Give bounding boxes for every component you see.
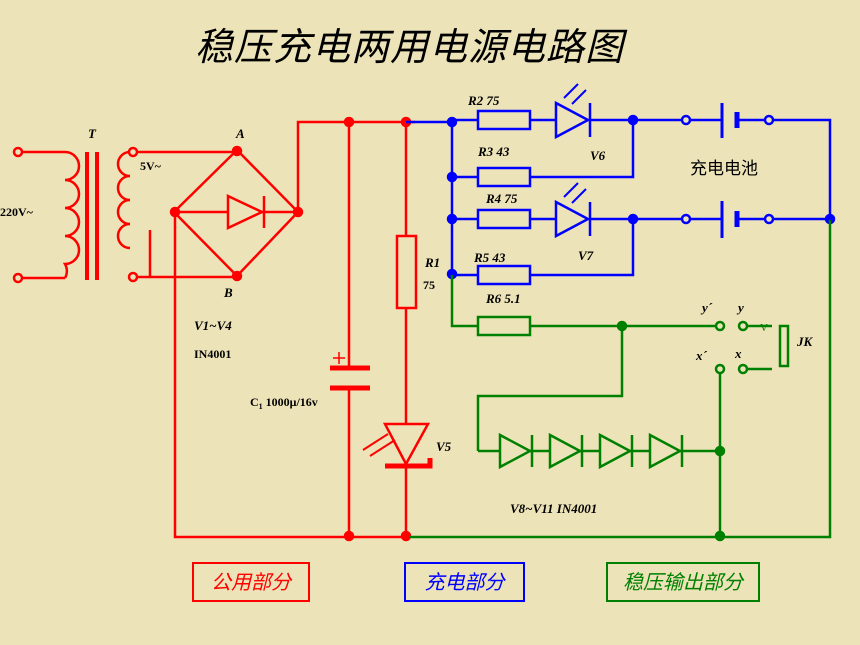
battery1-wire	[690, 118, 832, 220]
transformer-core	[85, 152, 99, 280]
legend-common: 公用部分	[192, 562, 310, 602]
secondary-terminal-top	[127, 146, 139, 158]
row1-r3-wire	[452, 120, 635, 179]
zener-v5	[382, 422, 431, 467]
label-bridge-diodes: V1~V4	[194, 318, 232, 333]
diode-v9	[548, 432, 584, 470]
diode-string-node	[714, 445, 726, 457]
node-b	[231, 270, 243, 282]
jack-contacts	[747, 324, 772, 371]
mains-terminal-top	[12, 146, 24, 158]
zener-v5-bar	[385, 458, 433, 469]
primary-leads	[22, 150, 65, 280]
label-v5: V5	[436, 439, 452, 454]
label-x: x	[734, 346, 742, 361]
capacitor-plates	[330, 365, 370, 391]
diode-v11	[648, 432, 684, 470]
row2-r5-wire	[452, 219, 635, 277]
jack-y	[737, 320, 749, 332]
jack-x-prime	[714, 363, 726, 375]
label-bridge-part: IN4001	[194, 347, 231, 361]
label-v7: V7	[578, 248, 594, 263]
label-secondary: 5V~	[140, 159, 162, 173]
led-v7-arrows	[563, 182, 587, 204]
positive-rail	[296, 120, 415, 212]
led-v6	[554, 100, 591, 140]
battery2-terminal-left	[680, 213, 692, 225]
diagram-title: 稳压充电两用电源电路图	[195, 25, 625, 69]
node-a	[231, 145, 243, 157]
secondary-leads	[137, 150, 237, 279]
label-jk: JK	[796, 334, 814, 349]
label-capacitor-prefix: C	[250, 395, 259, 409]
diode-v8	[498, 432, 534, 470]
return-node	[714, 530, 726, 542]
mains-terminal-bottom	[12, 272, 24, 284]
led-v7	[554, 199, 591, 239]
jack-x	[737, 363, 749, 375]
secondary-coil	[116, 150, 131, 250]
diode-string-top	[476, 326, 624, 451]
jack-y-prime	[714, 320, 726, 332]
label-v-mark: V	[760, 322, 768, 334]
label-diodes-out: V8~V11 IN4001	[510, 501, 597, 516]
battery1-terminal-right	[763, 114, 775, 126]
label-transformer: T	[88, 126, 97, 141]
bridge-diode-symbol	[226, 194, 265, 230]
label-y-prime: y´	[700, 300, 713, 315]
battery1-terminal-left	[680, 114, 692, 126]
common-section	[12, 116, 433, 542]
r3-resistor	[476, 166, 532, 188]
r4-resistor	[476, 208, 532, 230]
label-y: y	[736, 300, 744, 315]
label-r3: R3 43	[477, 144, 510, 159]
return-rail	[410, 220, 832, 539]
label-battery: 充电电池	[690, 159, 758, 179]
label-r5: R5 43	[473, 250, 506, 265]
label-mains: 220V~	[0, 205, 34, 219]
r2-resistor	[476, 109, 532, 131]
label-v6: V6	[590, 148, 606, 163]
battery2-terminal-right	[763, 213, 775, 225]
label-capacitor-sub: 1	[259, 402, 263, 411]
label-node-a: A	[235, 126, 245, 141]
label-r1-value: 75	[423, 278, 435, 292]
label-node-b: B	[223, 285, 233, 300]
label-x-prime: x´	[695, 348, 708, 363]
legend-charge: 充电部分	[404, 562, 525, 602]
primary-coil	[62, 150, 81, 279]
label-r6: R6 5.1	[485, 291, 521, 306]
negative-rail	[173, 212, 410, 539]
capacitor-plus	[333, 352, 345, 364]
regulated-section	[410, 220, 832, 542]
secondary-terminal-bottom	[127, 271, 139, 283]
led-v6-arrows	[563, 83, 587, 105]
r6-resistor	[476, 315, 532, 337]
zener-light-arrows	[362, 433, 396, 457]
label-r2: R2 75	[467, 93, 500, 108]
r1-resistor	[395, 234, 418, 310]
r5-resistor	[476, 264, 532, 286]
label-capacitor-value: 1000μ/16v	[266, 395, 318, 409]
label-r4: R4 75	[485, 191, 518, 206]
jk-plug	[778, 324, 790, 368]
diode-v10	[598, 432, 634, 470]
charge-section	[406, 83, 836, 286]
legend-regulated: 稳压输出部分	[606, 562, 760, 602]
label-r1: R1	[424, 255, 440, 270]
